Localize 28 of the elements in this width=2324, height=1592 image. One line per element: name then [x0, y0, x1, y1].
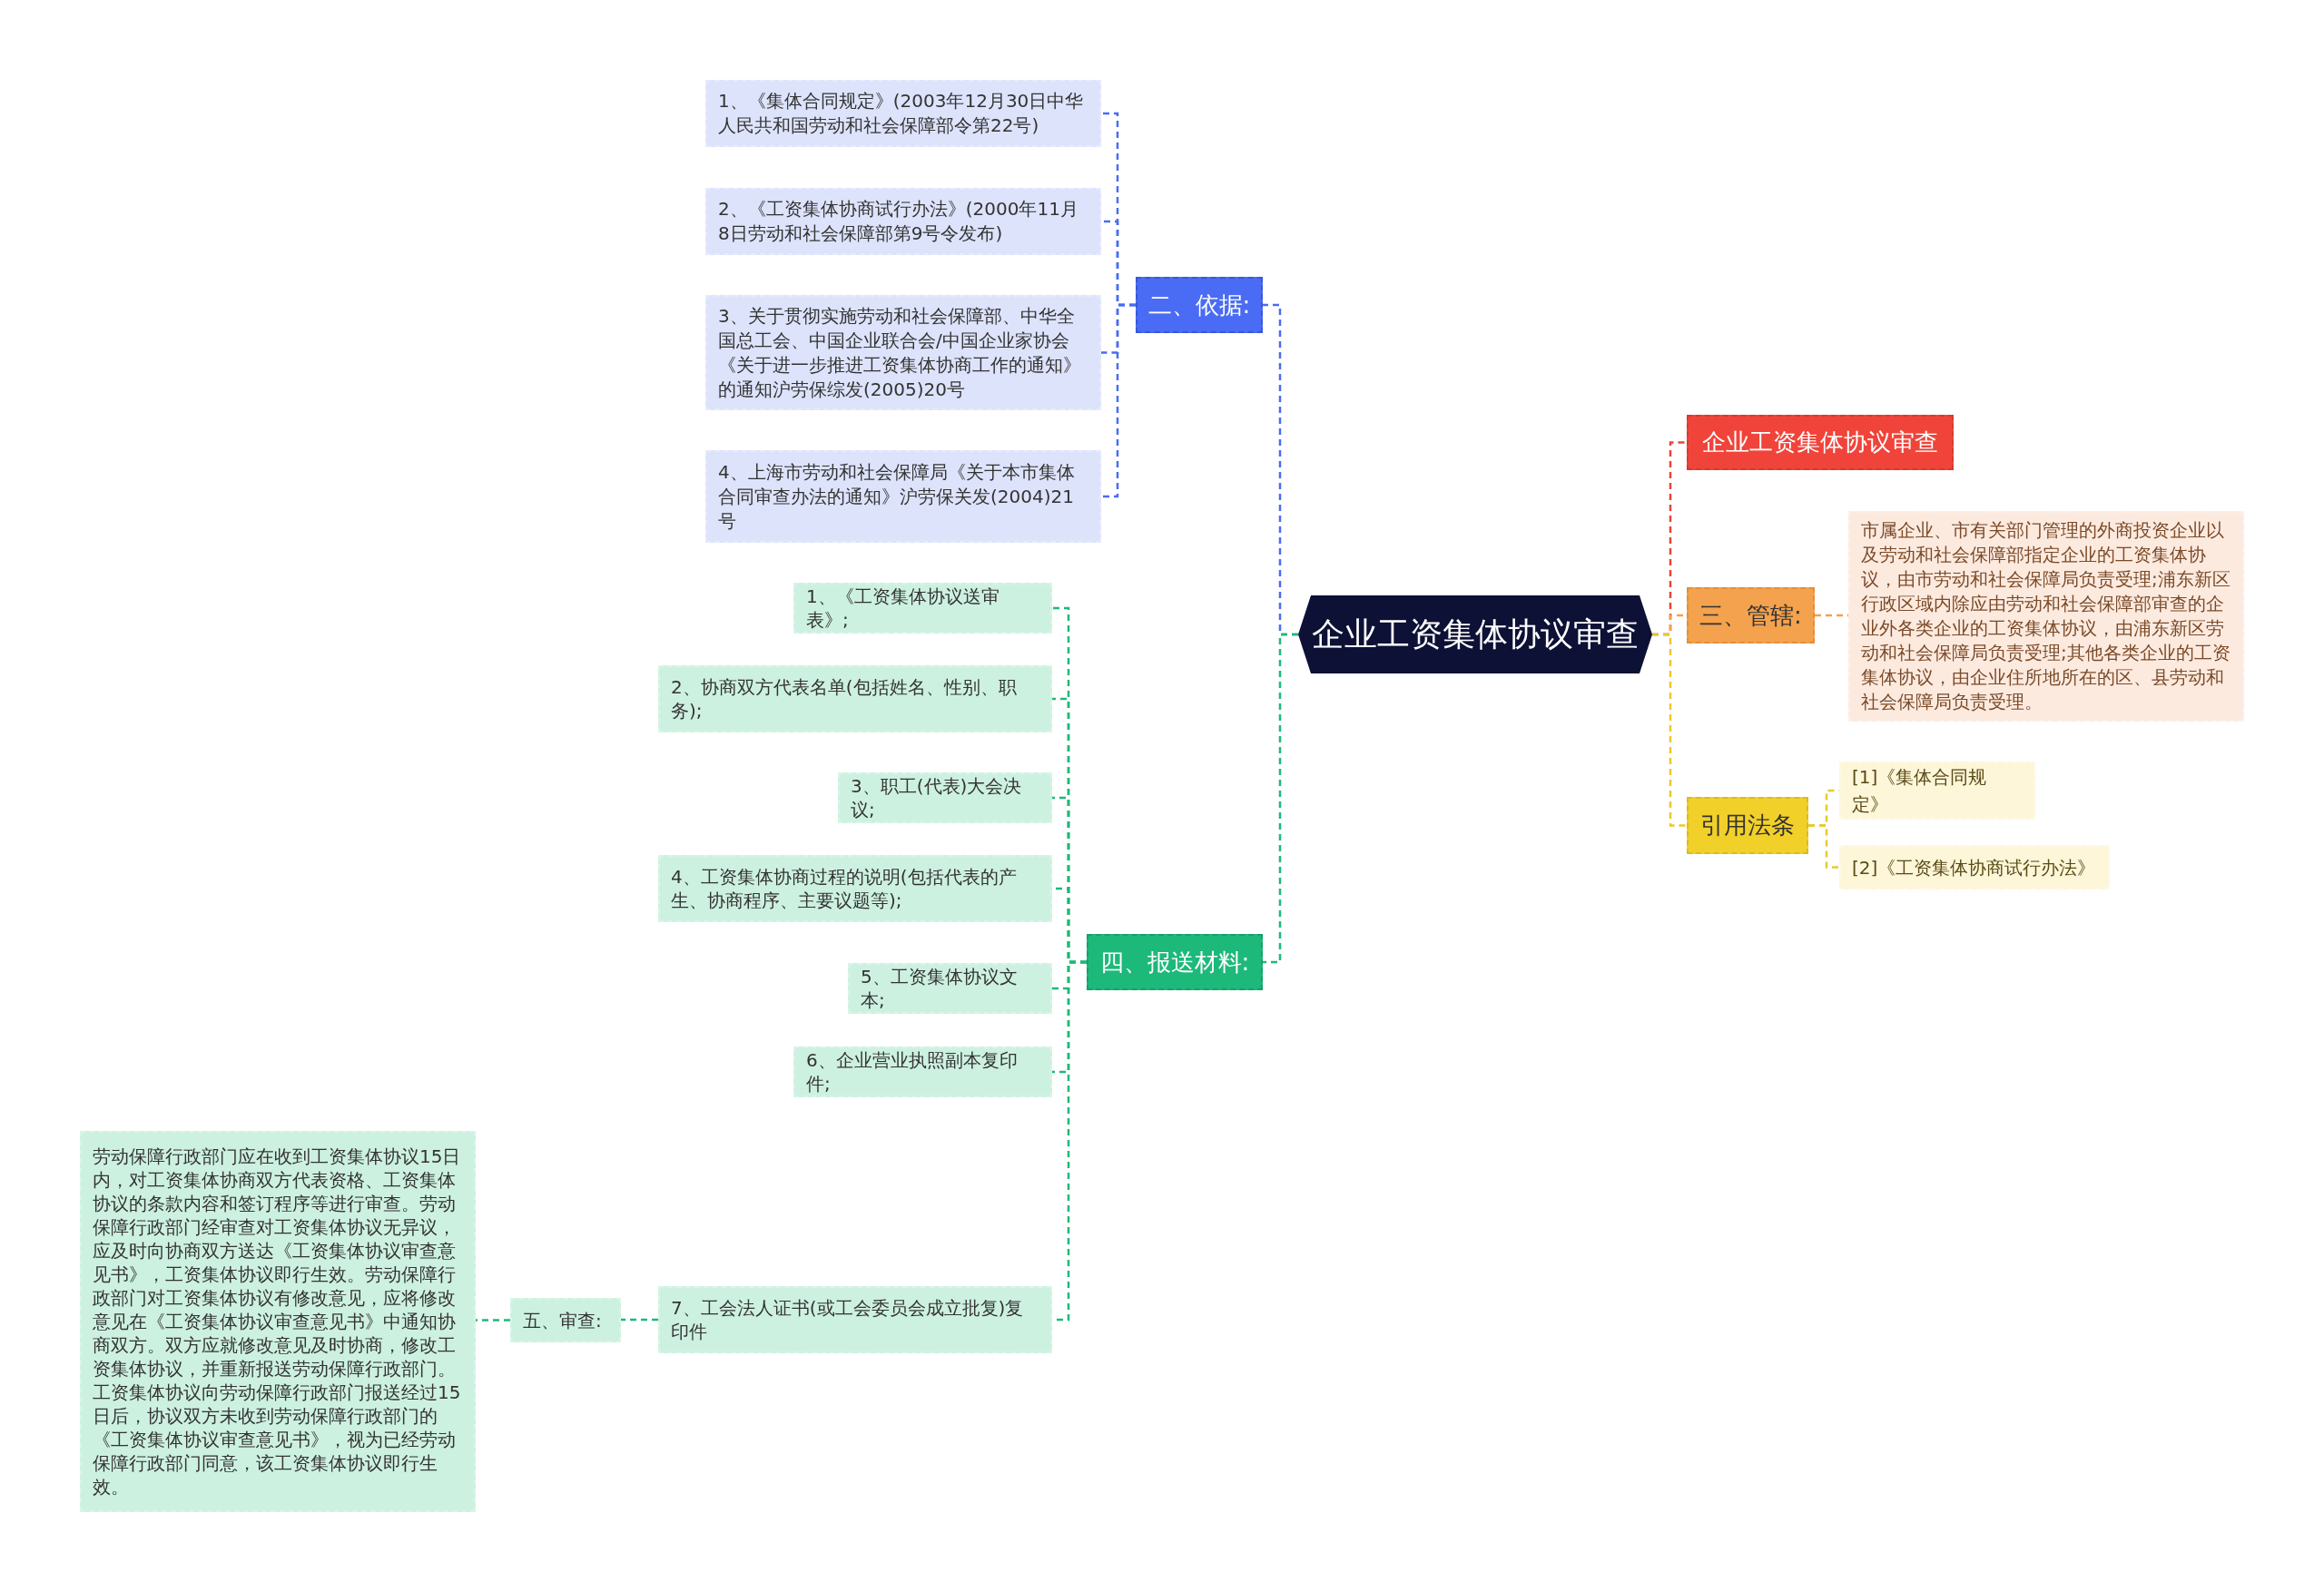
branch-topic: 三、管辖:	[1687, 587, 1815, 644]
connector	[621, 1318, 658, 1322]
branch-topic: 企业工资集体协议审查	[1687, 415, 1954, 470]
subtopic-box: 7、工会法人证书(或工会委员会成立批复)复印件	[658, 1286, 1052, 1353]
branch-topic: 二、依据:	[1136, 277, 1263, 333]
connector	[1101, 303, 1136, 498]
subtopic-box: 1、《工资集体协议送审表》;	[793, 583, 1052, 634]
subtopic-box: 1、《集体合同规定》(2003年12月30日中华人民共和国劳动和社会保障部令第22号)	[705, 80, 1101, 147]
subtopic-box: 市属企业、市有关部门管理的外商投资企业以及劳动和社会保障部指定企业的工资集体协议，由市劳动和社会保障局负责受理;浦东新区行政区域内除应由劳动和社会保障部审查的企业外各类企业的工资集体协议，由浦东新区劳动和社会保障局负责受理;其他各类企业的工资集体协议，由企业住所地所在的区、县劳动和社会保障局负责受理。	[1848, 511, 2244, 722]
branch-topic: 引用法条	[1687, 797, 1808, 854]
subtopic-box: 2、《工资集体协商试行办法》(2000年11月8日劳动和社会保障部第9号令发布)	[705, 188, 1101, 255]
connector	[1263, 633, 1298, 964]
connector	[476, 1319, 510, 1322]
subtopic-box: 5、工资集体协议文本;	[848, 963, 1052, 1014]
subtopic-box: 4、工资集体协商过程的说明(包括代表的产生、协商程序、主要议题等);	[658, 855, 1052, 922]
branch-topic: 四、报送材料:	[1087, 934, 1263, 990]
subtopic-box: 2、协商双方代表名单(包括姓名、性别、职务);	[658, 665, 1052, 732]
connector	[1652, 633, 1687, 827]
subtopic-box: 4、上海市劳动和社会保障局《关于本市集体合同审查办法的通知》沪劳保关发(2004)21号	[705, 450, 1101, 543]
connector	[1808, 824, 1839, 869]
subtopic-box: 五、审查:	[510, 1298, 621, 1342]
subtopic-box: 3、职工(代表)大会决议;	[838, 772, 1052, 823]
central-topic: 企业工资集体协议审查	[1298, 595, 1652, 673]
subtopic-box: [1]《集体合同规定》	[1839, 762, 2035, 820]
subtopic-box: [2]《工资集体协商试行办法》	[1839, 845, 2110, 889]
subtopic-box: 3、关于贯彻实施劳动和社会保障部、中华全国总工会、中国企业联合会/中国企业家协会《关于进一步推进工资集体协商工作的通知》的通知沪劳保综发(2005)20号	[705, 295, 1101, 410]
subtopic-box: 6、企业营业执照副本复印件;	[793, 1047, 1052, 1097]
subtopic-box: 劳动保障行政部门应在收到工资集体协议15日内，对工资集体协商双方代表资格、工资集体协议的条款内容和签订程序等进行审查。劳动保障行政部门经审查对工资集体协议无异议，应及时向协商双方送达《工资集体协议审查意见书》，工资集体协议即行生效。劳动保障行政部门对工资集体协议有修改意见，应将修改意见在《工资集体协议审查意见书》中通知协商双方。双方应就修改意见及时协商，修改工资集体协议，并重新报送劳动保障行政部门。工资集体协议向劳动保障行政部门报送经过15日后，协议双方未收到劳动保障行政部门的《工资集体协议审查意见书》，视为已经劳动保障行政部门同意，该工资集体协议即行生效。	[80, 1131, 476, 1512]
